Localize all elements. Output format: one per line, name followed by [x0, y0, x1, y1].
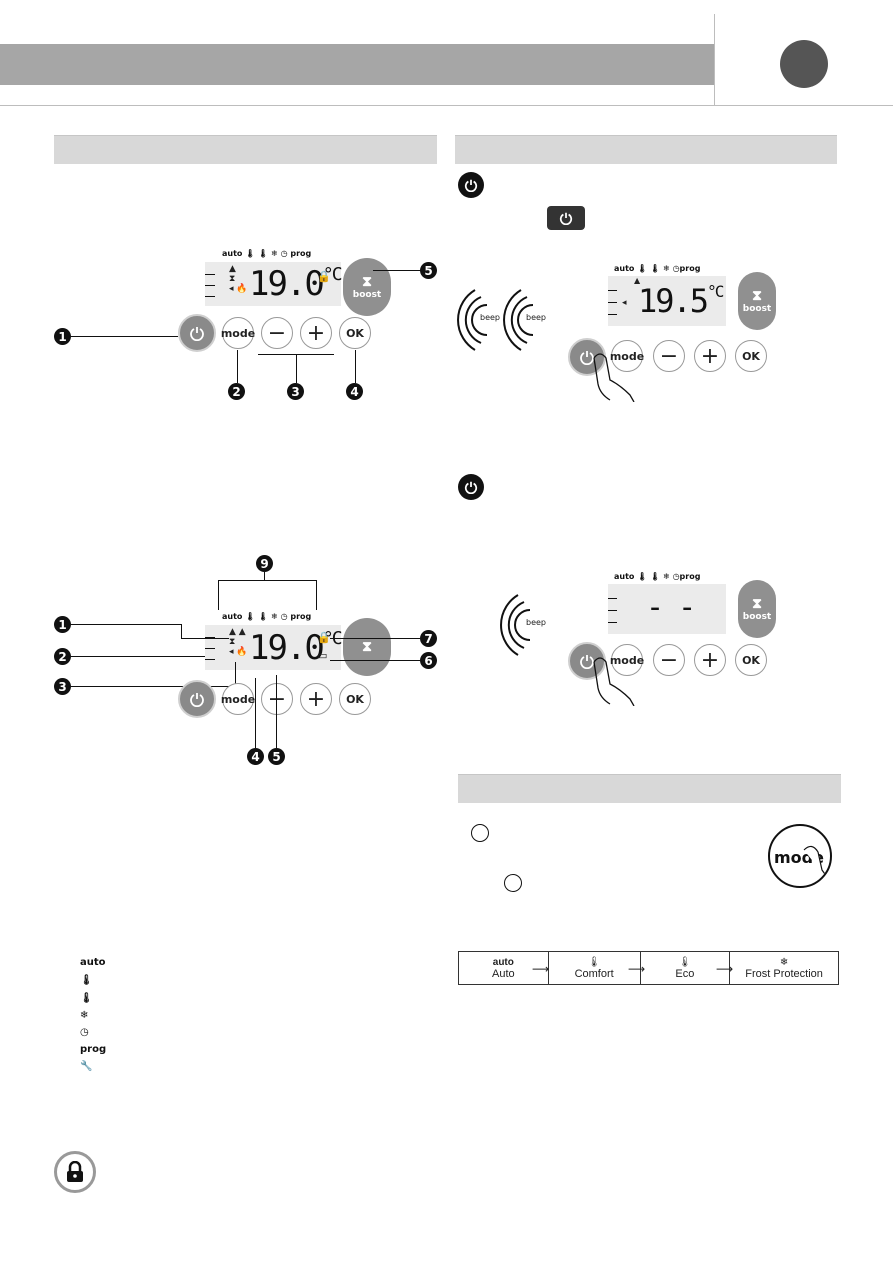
power-icon [458, 474, 484, 500]
window-icon: ▭ [317, 649, 328, 662]
lock-icon: 🔒 [317, 631, 331, 644]
lcd-icons-row: auto 🌡 🌡 ❄ ◷prog [614, 264, 701, 273]
mode-button[interactable]: mode [610, 340, 644, 372]
mode-button-illustration: mode [768, 824, 832, 888]
power-button[interactable] [178, 314, 216, 352]
callout-9: 9 [256, 555, 273, 572]
callout-7: 7 [420, 630, 437, 647]
callout-4: 4 [346, 383, 363, 400]
beep-waves-icon [500, 594, 531, 656]
mode-section-bar [458, 774, 841, 803]
boost-button[interactable]: ⧗ boost [343, 258, 391, 316]
arrow-right-icon: ⟶ [628, 962, 646, 976]
temperature-readout: 19.0°C [249, 264, 343, 304]
hourglass-icon: ⧗ [362, 274, 372, 290]
header-divider [0, 105, 893, 106]
power-button[interactable] [568, 338, 606, 376]
header-bar [0, 44, 714, 85]
legend-wrench-icon: 🔧 [80, 1061, 93, 1072]
header-vertical-divider [714, 14, 715, 105]
plus-button[interactable]: + [694, 644, 726, 676]
ok-button[interactable]: OK [339, 683, 371, 715]
beep-waves-icon [457, 289, 534, 351]
callout-5: 5 [420, 262, 437, 279]
lcd-screen: - - [608, 584, 726, 634]
callout-2: 2 [228, 383, 245, 400]
hourglass-icon: ⧗ [362, 639, 372, 655]
legend-auto: auto [80, 957, 106, 968]
minus-button[interactable]: − [261, 317, 293, 349]
right-section-bar [455, 135, 837, 164]
finger-icon [593, 657, 635, 706]
power-key-icon [547, 206, 585, 230]
minus-button[interactable]: − [653, 340, 685, 372]
minus-button[interactable]: − [261, 683, 293, 715]
lcd-screen: ▲ ▲⧗◂ 🔥 19.0°C 🔒 ▭ [205, 625, 343, 670]
arrow-right-icon: ⟶ [716, 962, 734, 976]
page-marker-dot [780, 40, 828, 88]
lcd-icons-row: auto 🌡 🌡 ❄ ◷ prog [222, 249, 312, 258]
left-section-bar [54, 135, 437, 164]
ok-button[interactable]: OK [339, 317, 371, 349]
mode-cell-frost: ❄ Frost Protection [729, 951, 839, 985]
lock-icon: 🔒 [317, 270, 331, 283]
bullet-circle [504, 874, 522, 892]
mode-button[interactable]: mode [610, 644, 644, 676]
temperature-readout: 19.5°C [638, 282, 724, 320]
off-display: - - [646, 590, 696, 625]
controls-diagram: auto 🌡 🌡 ❄ ◷ prog ▲⧗◂ 🔥 19.0°C 🔒 ⧗ boost… [0, 240, 440, 410]
hourglass-icon: ⧗ [752, 288, 762, 304]
finger-icon [803, 845, 830, 883]
plus-button[interactable]: + [300, 317, 332, 349]
ok-button[interactable]: OK [735, 644, 767, 676]
switch-off-diagram: beep auto 🌡 🌡 ❄ ◷prog - - ⧗ boost mode −… [450, 560, 790, 720]
power-icon [458, 172, 484, 198]
hourglass-icon: ⧗ [752, 596, 762, 612]
legend-comfort-icon: 🌡 [80, 975, 93, 986]
finger-icon [593, 353, 635, 402]
boost-button[interactable]: ⧗ boost [738, 272, 776, 330]
power-icon [190, 693, 204, 707]
mode-button[interactable]: mode [221, 683, 255, 715]
power-icon [580, 351, 594, 365]
mode-button[interactable]: mode [221, 317, 255, 349]
callout-4: 4 [247, 748, 264, 765]
lcd-icons-row: auto 🌡 🌡 ❄ ◷ prog [222, 612, 312, 621]
mode-cell-comfort: 🌡 Comfort [547, 951, 641, 985]
lcd-icons-row: auto 🌡 🌡 ❄ ◷prog [614, 572, 701, 581]
power-icon [190, 327, 204, 341]
mode-cell-auto: auto Auto [458, 951, 549, 985]
lcd-screen: ◂ ▲ 19.5°C [608, 276, 726, 326]
display-diagram: 9 auto 🌡 🌡 ❄ ◷ prog ▲ ▲⧗◂ 🔥 19.0°C 🔒 ▭ ⧗… [0, 550, 440, 770]
callout-3: 3 [287, 383, 304, 400]
plus-button[interactable]: + [300, 683, 332, 715]
power-icon [580, 655, 594, 669]
ok-button[interactable]: OK [735, 340, 767, 372]
temperature-readout: 19.0°C [249, 628, 343, 668]
mode-sequence-table: auto Auto 🌡 Comfort 🌡 Eco ❄ Frost Protec… [458, 951, 839, 985]
callout-2: 2 [54, 648, 71, 665]
legend-frost-icon: ❄ [80, 1010, 89, 1021]
arrow-right-icon: ⟶ [532, 962, 550, 976]
callout-1: 1 [54, 328, 71, 345]
callout-3: 3 [54, 678, 71, 695]
legend-prog: prog [80, 1044, 107, 1055]
callout-6: 6 [420, 652, 437, 669]
legend-clock-icon: ◷ [80, 1027, 89, 1038]
minus-button[interactable]: − [653, 644, 685, 676]
bullet-circle [471, 824, 489, 842]
callout-5: 5 [268, 748, 285, 765]
plus-button[interactable]: + [694, 340, 726, 372]
callout-1: 1 [54, 616, 71, 633]
boost-button[interactable]: ⧗ boost [738, 580, 776, 638]
lock-icon [54, 1151, 96, 1193]
lcd-screen: ▲⧗◂ 🔥 19.0°C 🔒 [205, 262, 343, 306]
boost-button[interactable]: ⧗ [343, 618, 391, 676]
legend-eco-icon: 🌡 [80, 993, 93, 1004]
power-button[interactable] [178, 680, 216, 718]
switch-on-diagram: beep beep auto 🌡 🌡 ❄ ◷prog ◂ ▲ 19.5°C ⧗ … [450, 250, 790, 410]
